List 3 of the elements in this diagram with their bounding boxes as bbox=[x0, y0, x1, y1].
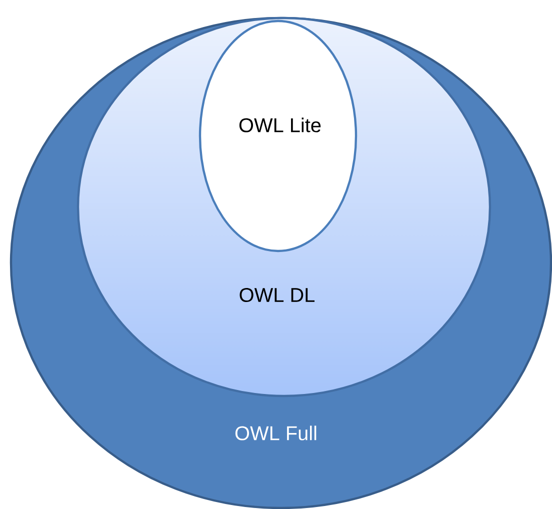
ellipse-label: OWL Lite bbox=[239, 118, 321, 132]
ellipse-label: OWL Full bbox=[235, 426, 316, 440]
ellipse-label: OWL DL bbox=[240, 288, 315, 302]
